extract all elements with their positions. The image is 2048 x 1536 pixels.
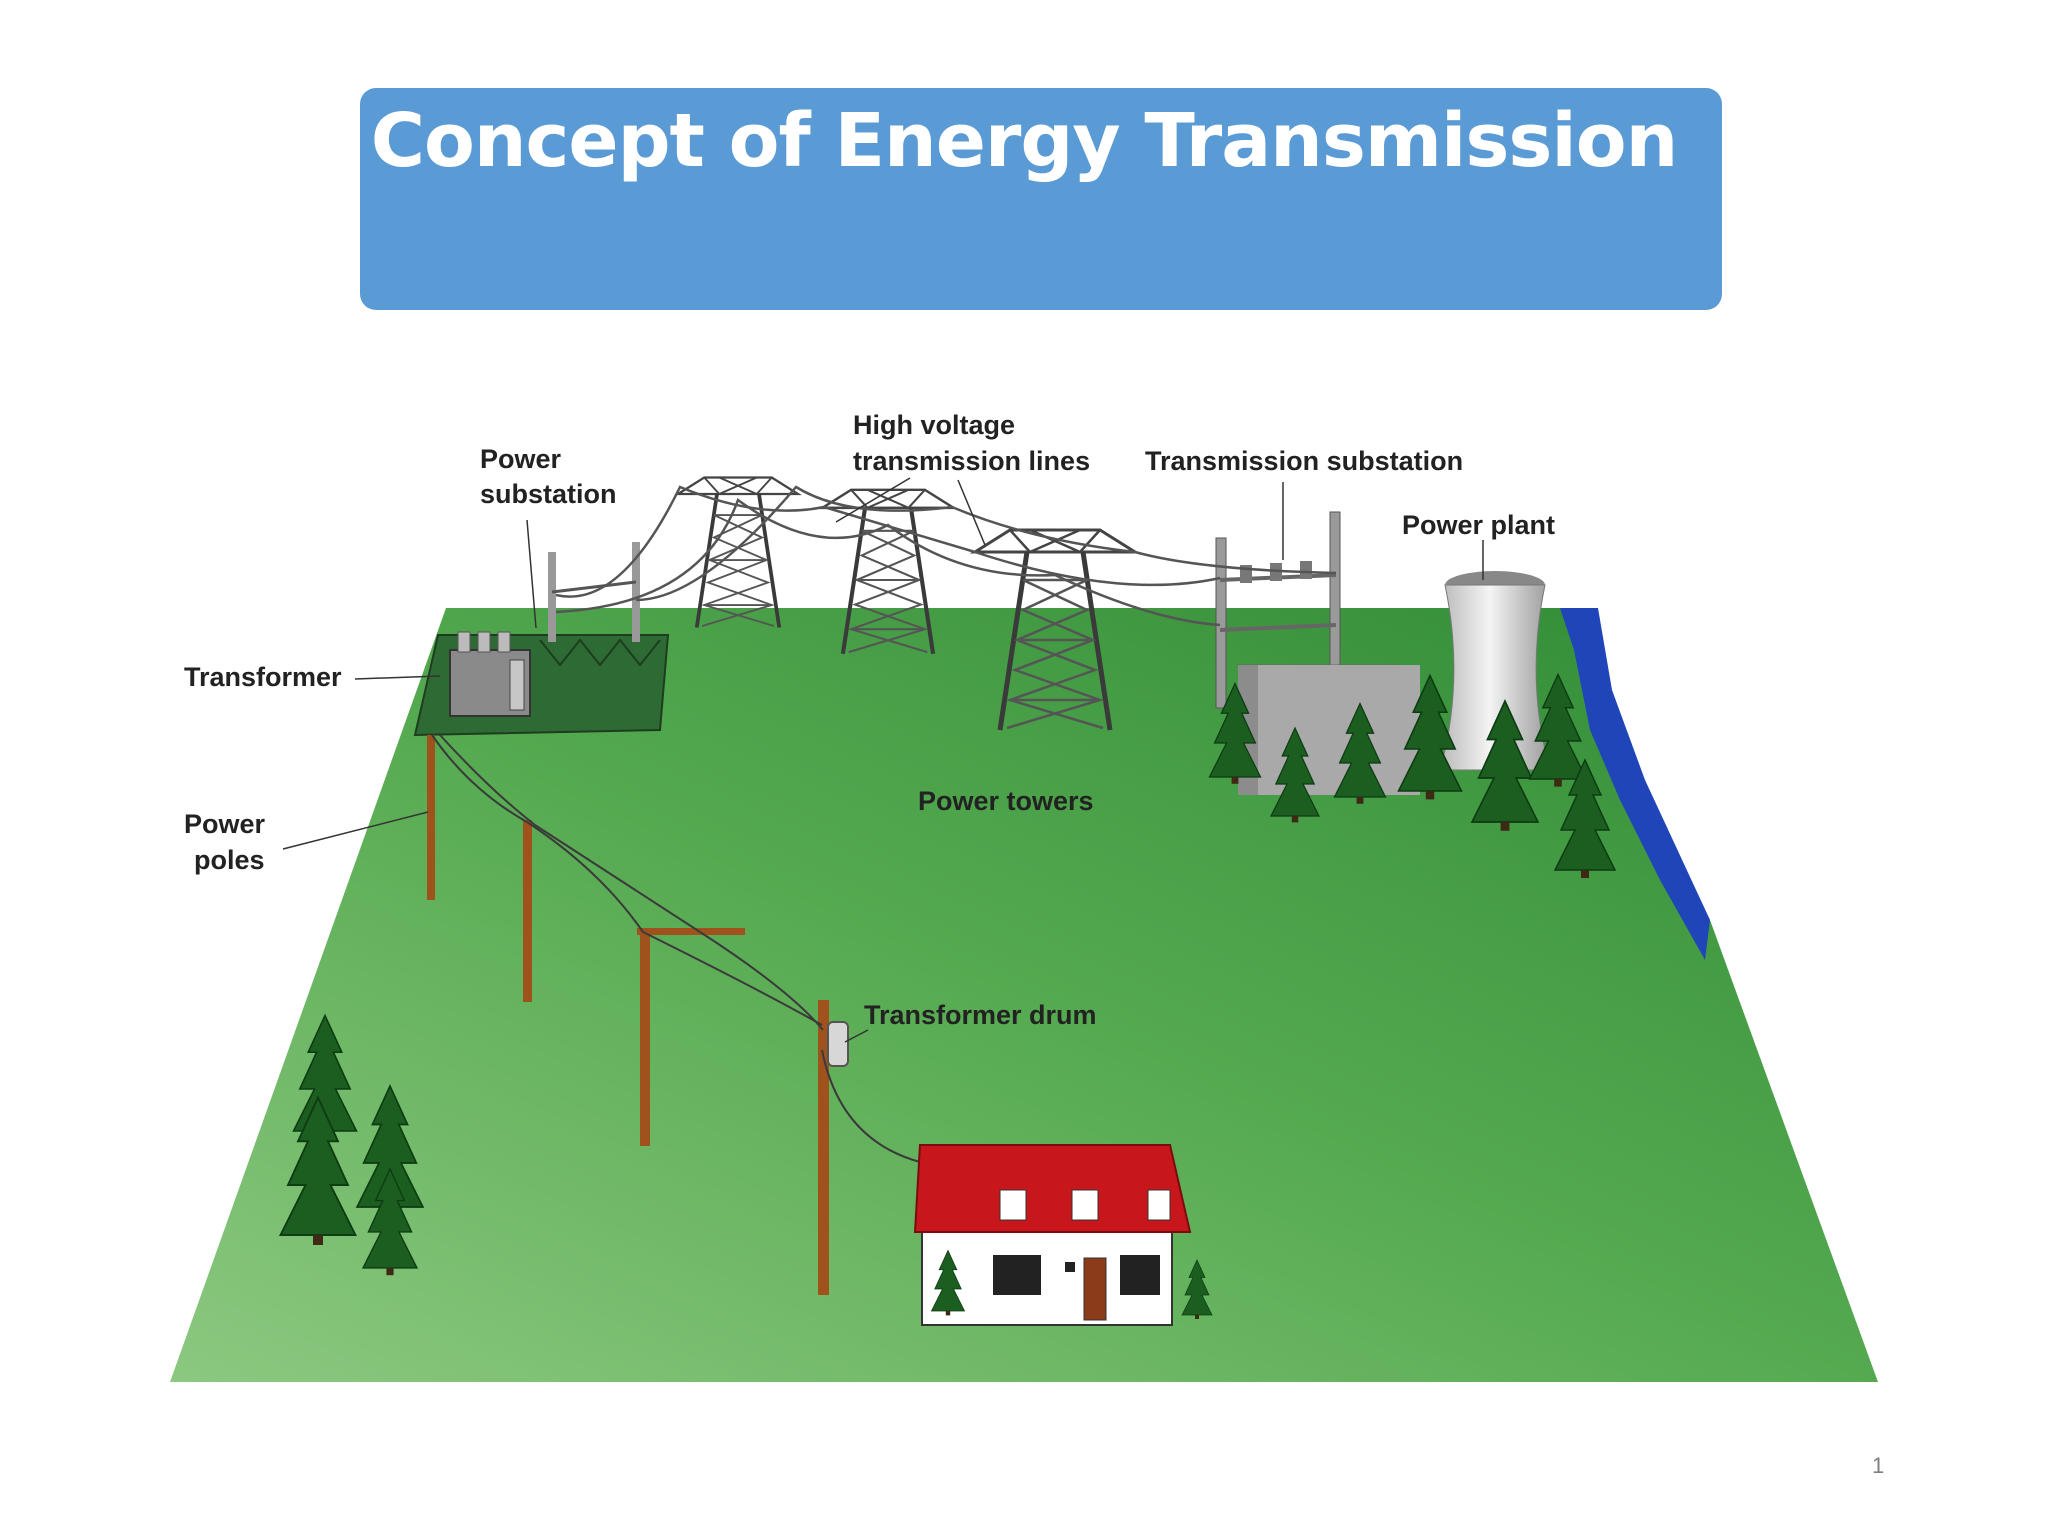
label-transformer: Transformer: [184, 662, 342, 692]
slide-title: Concept of Energy Transmission: [370, 98, 1679, 184]
label-power-substation-2: substation: [480, 479, 617, 509]
house: [913, 1144, 1192, 1326]
transformer: [449, 631, 531, 717]
leader-lines: [282, 477, 1484, 1043]
label-power-towers: Power towers: [918, 786, 1094, 816]
transmission-substation: [1215, 511, 1341, 713]
power-poles: [427, 735, 829, 1295]
label-power-poles-2: poles: [194, 845, 265, 875]
label-high-voltage-2: transmission lines: [853, 446, 1090, 476]
label-transmission-substation: Transmission substation: [1145, 446, 1463, 476]
cooling-tower: [1439, 571, 1551, 771]
slide-number: 1: [1872, 1453, 1885, 1478]
title-box: [360, 88, 1722, 310]
transformer-drum: [827, 1021, 849, 1067]
power-plant-building: [1237, 664, 1421, 795]
label-power-substation-1: Power: [480, 444, 562, 474]
label-power-plant: Power plant: [1402, 510, 1555, 540]
high-voltage-lines: [555, 485, 1337, 627]
distribution-lines: [431, 734, 921, 1163]
label-transformer-drum: Transformer drum: [864, 1000, 1097, 1030]
river: [1560, 608, 1710, 960]
ground-plane: [170, 608, 1878, 1382]
label-high-voltage-1: High voltage: [853, 410, 1015, 440]
label-power-poles-1: Power: [184, 809, 266, 839]
